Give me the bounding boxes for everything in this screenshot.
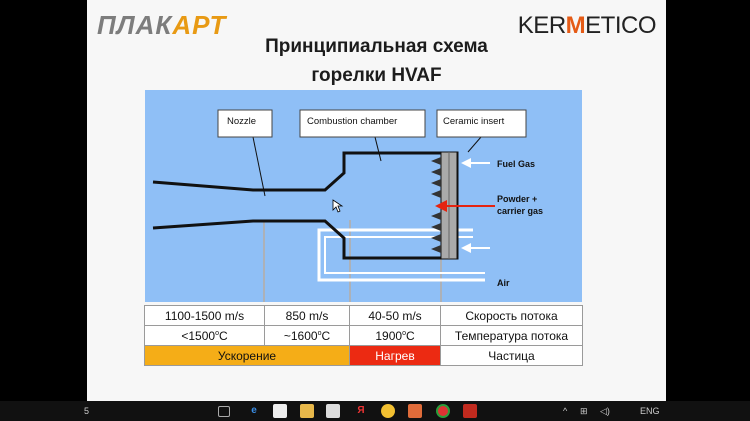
particle-cell: Частица xyxy=(440,345,583,366)
acceleration-cell: Ускорение xyxy=(144,345,350,366)
mouse-cursor xyxy=(332,199,344,213)
nozzle-label: Nozzle xyxy=(227,116,256,127)
carrier-gas-label: carrier gas xyxy=(497,206,543,216)
slide-title: Принципиальная схема горелки HVAF xyxy=(87,32,666,90)
volume-icon[interactable]: ◁) xyxy=(600,406,610,416)
presentation-icon[interactable] xyxy=(408,404,422,418)
file-icon[interactable] xyxy=(326,404,340,418)
powder-label: Powder + xyxy=(497,194,537,204)
parameters-table: 1100-1500 m/s 850 m/s 40-50 m/s Скорость… xyxy=(144,305,583,366)
kermetico-logo: KERMETICO xyxy=(517,12,657,39)
speed-label-cell: Скорость потока xyxy=(440,305,583,326)
yandex-y-icon[interactable]: Я xyxy=(357,405,365,416)
chrome-icon[interactable] xyxy=(436,404,450,418)
speed-combustion-cell: 850 m/s xyxy=(264,305,350,326)
temp-nozzle-cell: <1500oC xyxy=(144,325,265,346)
title-line-1: Принципиальная схема xyxy=(265,36,488,57)
air-channel-inner xyxy=(324,236,485,274)
air-channel xyxy=(317,228,485,282)
taskbar-left-text: 5 xyxy=(84,406,90,416)
taskbar: 5 e Я ^ ⊞ ◁) ENG xyxy=(0,401,750,421)
tray-chevron-icon[interactable]: ^ xyxy=(563,406,568,416)
fuel-gas-label: Fuel Gas xyxy=(497,159,535,169)
plakart-logo: ПЛАКАРТ xyxy=(97,10,227,40)
task-view-icon[interactable] xyxy=(218,406,230,417)
heating-cell: Нагрев xyxy=(349,345,441,366)
pdf-icon[interactable] xyxy=(463,404,477,418)
nozzle-label-box xyxy=(217,109,273,138)
table-row: 1100-1500 m/s 850 m/s 40-50 m/s Скорость… xyxy=(144,305,583,326)
hvaf-diagram: Nozzle Combustion chamber Ceramic insert… xyxy=(145,90,582,302)
speed-nozzle-cell: 1100-1500 m/s xyxy=(144,305,265,326)
explorer-icon[interactable] xyxy=(300,404,314,418)
temp-label-cell: Температура потока xyxy=(440,325,583,346)
store-icon[interactable] xyxy=(273,404,287,418)
table-row: <1500oC ~1600oC 1900oC Температура поток… xyxy=(144,325,583,346)
combustion-label: Combustion chamber xyxy=(307,116,397,127)
ceramic-label-box xyxy=(436,109,527,138)
language-indicator[interactable]: ENG xyxy=(640,406,660,416)
table-row: Ускорение Нагрев Частица xyxy=(144,345,583,366)
ceramic-teeth xyxy=(431,157,441,253)
yandex-browser-icon[interactable] xyxy=(381,404,395,418)
edge-icon[interactable]: e xyxy=(251,405,257,416)
network-icon[interactable]: ⊞ xyxy=(580,406,588,416)
ceramic-label: Ceramic insert xyxy=(443,116,505,127)
temp-insert-cell: 1900oC xyxy=(349,325,441,346)
combustion-label-box xyxy=(299,109,426,138)
temp-combustion-cell: ~1600oC xyxy=(264,325,350,346)
title-line-2: горелки HVAF xyxy=(311,65,442,86)
speed-insert-cell: 40-50 m/s xyxy=(349,305,441,326)
air-label: Air xyxy=(497,278,510,288)
slide: ПЛАКАРТ KERMETICO Принципиальная схема г… xyxy=(87,0,666,401)
